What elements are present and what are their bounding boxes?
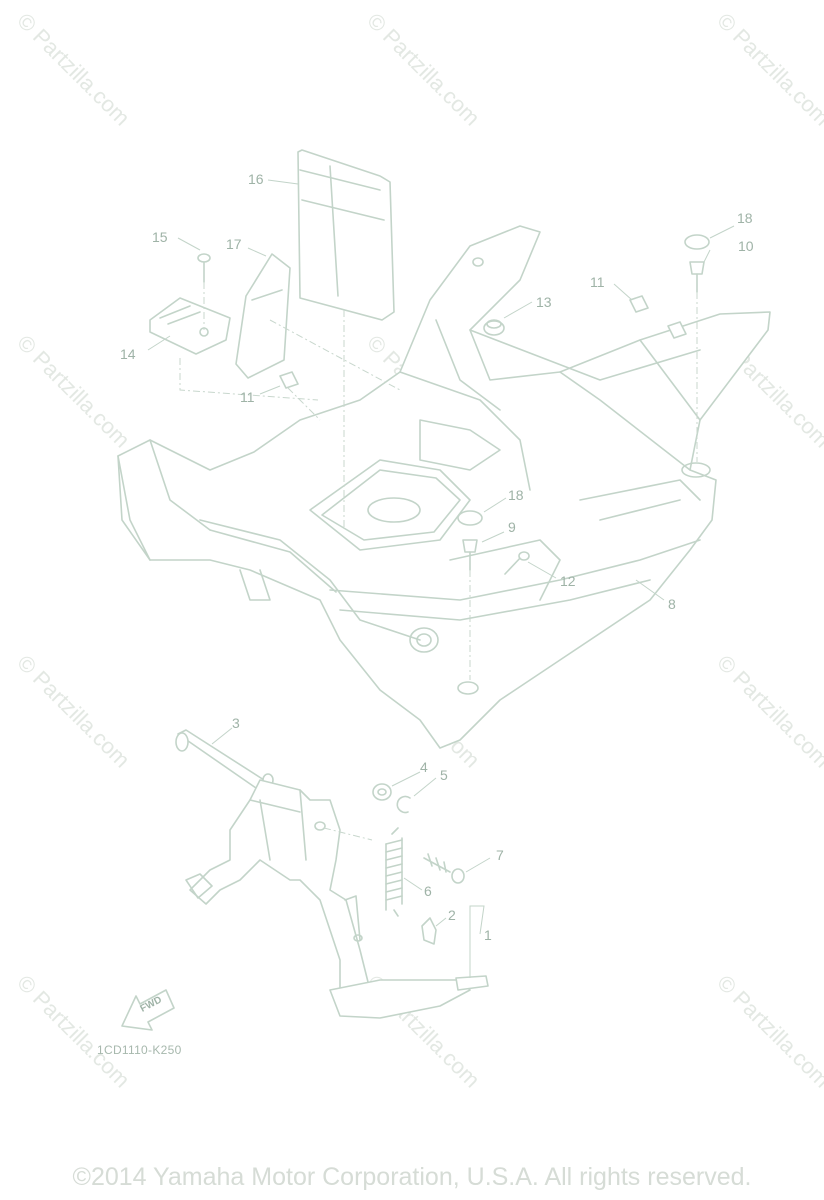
- part-16-panel: [297, 149, 395, 321]
- leader-lines: [147, 179, 735, 978]
- part-6-spring: [385, 827, 403, 917]
- part-5-clip: [396, 795, 411, 814]
- callout-8: 8: [668, 596, 676, 612]
- callout-4: 4: [420, 759, 428, 775]
- part-7-bolt: [423, 853, 465, 884]
- callout-3: 3: [232, 715, 240, 731]
- callout-1: 1: [484, 927, 492, 943]
- part-14-block: [149, 297, 231, 355]
- part-9-rivet: [462, 539, 478, 571]
- part-10-rivet: [689, 261, 705, 293]
- callout-9: 9: [508, 519, 516, 535]
- part-11-clip: [279, 295, 687, 389]
- callout-14: 14: [120, 346, 136, 362]
- callout-12: 12: [560, 573, 576, 589]
- diagram-code: 1CD1110-K250: [97, 1043, 182, 1057]
- part-12-bolt: [504, 551, 530, 575]
- part-2-stopper: [421, 917, 437, 945]
- part-3-shaft: [175, 729, 274, 791]
- part-17-panel: [235, 253, 291, 379]
- part-13-grommet: [483, 319, 505, 336]
- callout-10: 10: [738, 238, 754, 254]
- callout-15: 15: [152, 229, 168, 245]
- copyright-notice: ©2014 Yamaha Motor Corporation, U.S.A. A…: [72, 1163, 752, 1191]
- callout-5: 5: [440, 767, 448, 783]
- callout-11: 11: [590, 274, 605, 290]
- part-15-screw: [197, 253, 211, 283]
- part-main-body: [117, 225, 771, 749]
- callout-18: 18: [737, 210, 753, 226]
- part-1-stand: [185, 779, 489, 1019]
- callout-17: 17: [226, 236, 242, 252]
- callout-11: 11: [240, 389, 255, 405]
- part-18-cap: [457, 234, 710, 526]
- callout-6: 6: [424, 883, 432, 899]
- callout-16: 16: [248, 171, 264, 187]
- callout-18: 18: [508, 487, 524, 503]
- callout-13: 13: [536, 294, 552, 310]
- part-4-washer: [372, 783, 392, 801]
- callout-7: 7: [496, 847, 504, 863]
- callout-2: 2: [448, 907, 456, 923]
- fwd-arrow-icon: [121, 989, 175, 1031]
